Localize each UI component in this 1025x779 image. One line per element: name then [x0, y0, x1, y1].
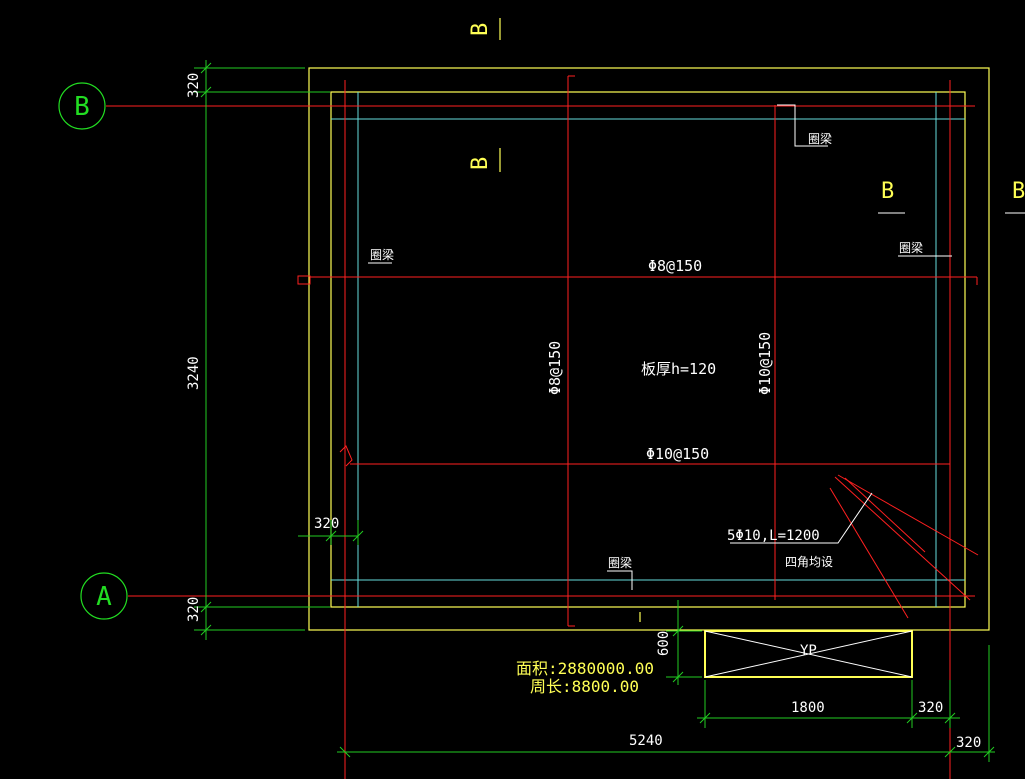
rebar-label-vertical-left: Φ8@150: [546, 341, 564, 395]
yp-label: YP: [800, 643, 817, 659]
rebar-label-top: Φ8@150: [648, 257, 702, 275]
corner-note-label: 四角均设: [785, 555, 833, 569]
dimension-lines: [194, 60, 995, 762]
ring-beam-label-2: 圈梁: [370, 247, 394, 262]
area-readout: 面积:2880000.00: [516, 659, 654, 678]
rebar-label-vertical-right: Φ10@150: [756, 332, 774, 395]
section-mark-inner: B: [468, 157, 493, 170]
dim-top-320: 320: [186, 73, 202, 98]
ring-beam-lines: [331, 92, 965, 607]
section-markers: [499, 18, 641, 622]
corner-rebar-label: 5Φ10,L=1200: [727, 528, 820, 544]
ring-beam-label-4: 圈梁: [608, 555, 632, 570]
section-mark-top: B: [468, 23, 493, 36]
rebar-label-bottom: Φ10@150: [646, 445, 709, 463]
axis-label-a: A: [96, 582, 112, 612]
axis-bubble-b: B: [58, 82, 106, 130]
dim-yp-1800: 1800: [791, 700, 825, 716]
ring-beam-label-1: 圈梁: [808, 131, 832, 146]
ring-beam-label-3: 圈梁: [899, 240, 923, 255]
dim-yp-right-320: 320: [918, 700, 943, 716]
dim-total-5240: 5240: [629, 733, 663, 749]
dim-left-320: 320: [314, 516, 339, 532]
axis-label-b: B: [74, 92, 90, 122]
axis-lines: [106, 80, 975, 779]
dim-far-right-320: 320: [956, 735, 981, 751]
perimeter-readout: 周长:8800.00: [530, 677, 639, 696]
dim-bottom-320: 320: [186, 597, 202, 622]
section-mark-right-1: B: [881, 179, 894, 204]
rebar-lines: [297, 75, 979, 627]
slab-outline: [308, 67, 990, 631]
section-mark-right-2: B: [1012, 179, 1025, 204]
slab-thickness-label: 板厚h=120: [641, 360, 716, 378]
axis-bubble-a: A: [80, 572, 128, 620]
leader-lines: [368, 104, 1025, 590]
yp-opening: [704, 630, 913, 678]
dim-yp-600: 600: [656, 631, 672, 656]
dim-height-3240: 3240: [186, 356, 202, 390]
